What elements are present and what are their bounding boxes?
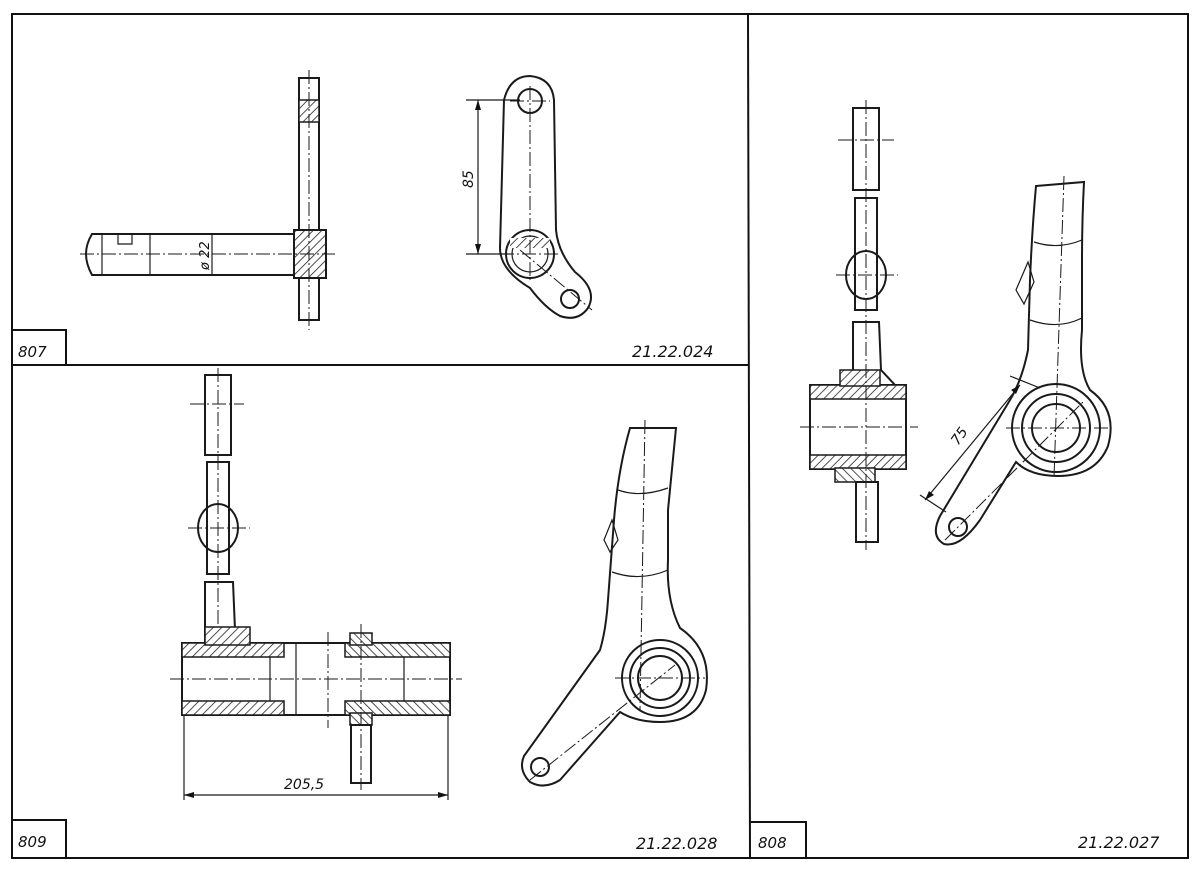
tube-section-view: 205,5: [170, 624, 462, 800]
panel-807-part-code: 21.22.024: [632, 342, 713, 361]
panel-809-number: 809: [18, 833, 47, 851]
dim-75: 75: [948, 424, 971, 448]
panel-809-part-code: 21.22.028: [636, 834, 717, 853]
dim-205-5: 205,5: [284, 777, 324, 793]
panel-808-number: 808: [758, 834, 787, 852]
panel-809: 809 21.22.028: [12, 368, 717, 858]
sheet-frame: [11, 13, 1189, 859]
lever-shaft-side-view: ø 22: [80, 70, 335, 330]
panel-807: 807 21.22.024 ø 22: [12, 70, 713, 365]
lever-plan-view: [521, 419, 708, 787]
dim-85: 85: [461, 170, 477, 188]
arm-side-view: [800, 100, 918, 550]
panel-808-part-code: 21.22.027: [1078, 833, 1160, 852]
lever-front-view: 85: [461, 74, 593, 319]
panel-809-number-box: 809: [12, 819, 67, 858]
arm-plan-view: 75: [919, 175, 1112, 546]
panel-808: 808 21.22.027: [750, 100, 1160, 858]
arm-vertical-view: [188, 368, 251, 643]
dim-diameter-22: ø 22: [198, 241, 213, 271]
panel-808-number-box: 808: [750, 821, 807, 858]
panel-807-number-box: 807: [12, 329, 67, 365]
panel-807-number: 807: [18, 343, 47, 361]
